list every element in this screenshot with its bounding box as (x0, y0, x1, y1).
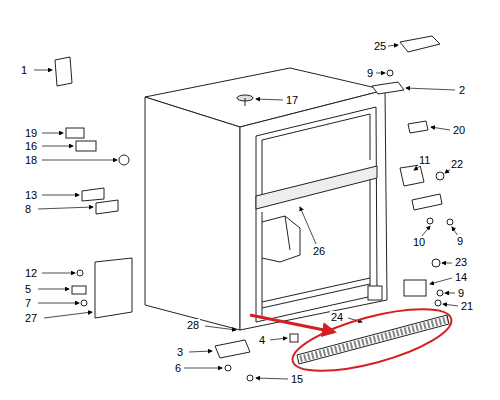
callout-number: 2 (458, 84, 466, 96)
callout-number: 27 (24, 312, 38, 324)
callout-number: 23 (454, 256, 468, 268)
callout-number: 1 (20, 64, 28, 76)
callout-number: 17 (285, 94, 299, 106)
callout-number: 9 (366, 67, 374, 79)
callout-number: 12 (24, 267, 38, 279)
callout-number: 10 (412, 236, 426, 248)
callout-number: 24 (330, 311, 344, 323)
callout-number: 18 (24, 154, 38, 166)
callout-number: 20 (452, 124, 466, 136)
callout-number: 21 (460, 300, 474, 312)
callout-number: 14 (454, 271, 468, 283)
callout-number: 11 (418, 154, 431, 166)
callout-number: 3 (176, 346, 184, 358)
callout-number: 16 (24, 140, 38, 152)
callout-number: 5 (24, 283, 32, 295)
callout-number: 9 (457, 287, 465, 299)
callout-number: 28 (186, 319, 200, 331)
callout-number: 15 (290, 373, 304, 385)
callout-number: 7 (24, 297, 32, 309)
callout-number: 13 (24, 189, 38, 201)
callout-number: 9 (456, 235, 464, 247)
callout-number: 26 (312, 245, 326, 257)
callout-number: 6 (174, 362, 182, 374)
callout-number: 25 (373, 40, 387, 52)
callout-number: 19 (24, 127, 38, 139)
callout-number: 22 (450, 158, 464, 170)
callout-number: 4 (258, 334, 266, 346)
callout-number: 8 (24, 203, 32, 215)
